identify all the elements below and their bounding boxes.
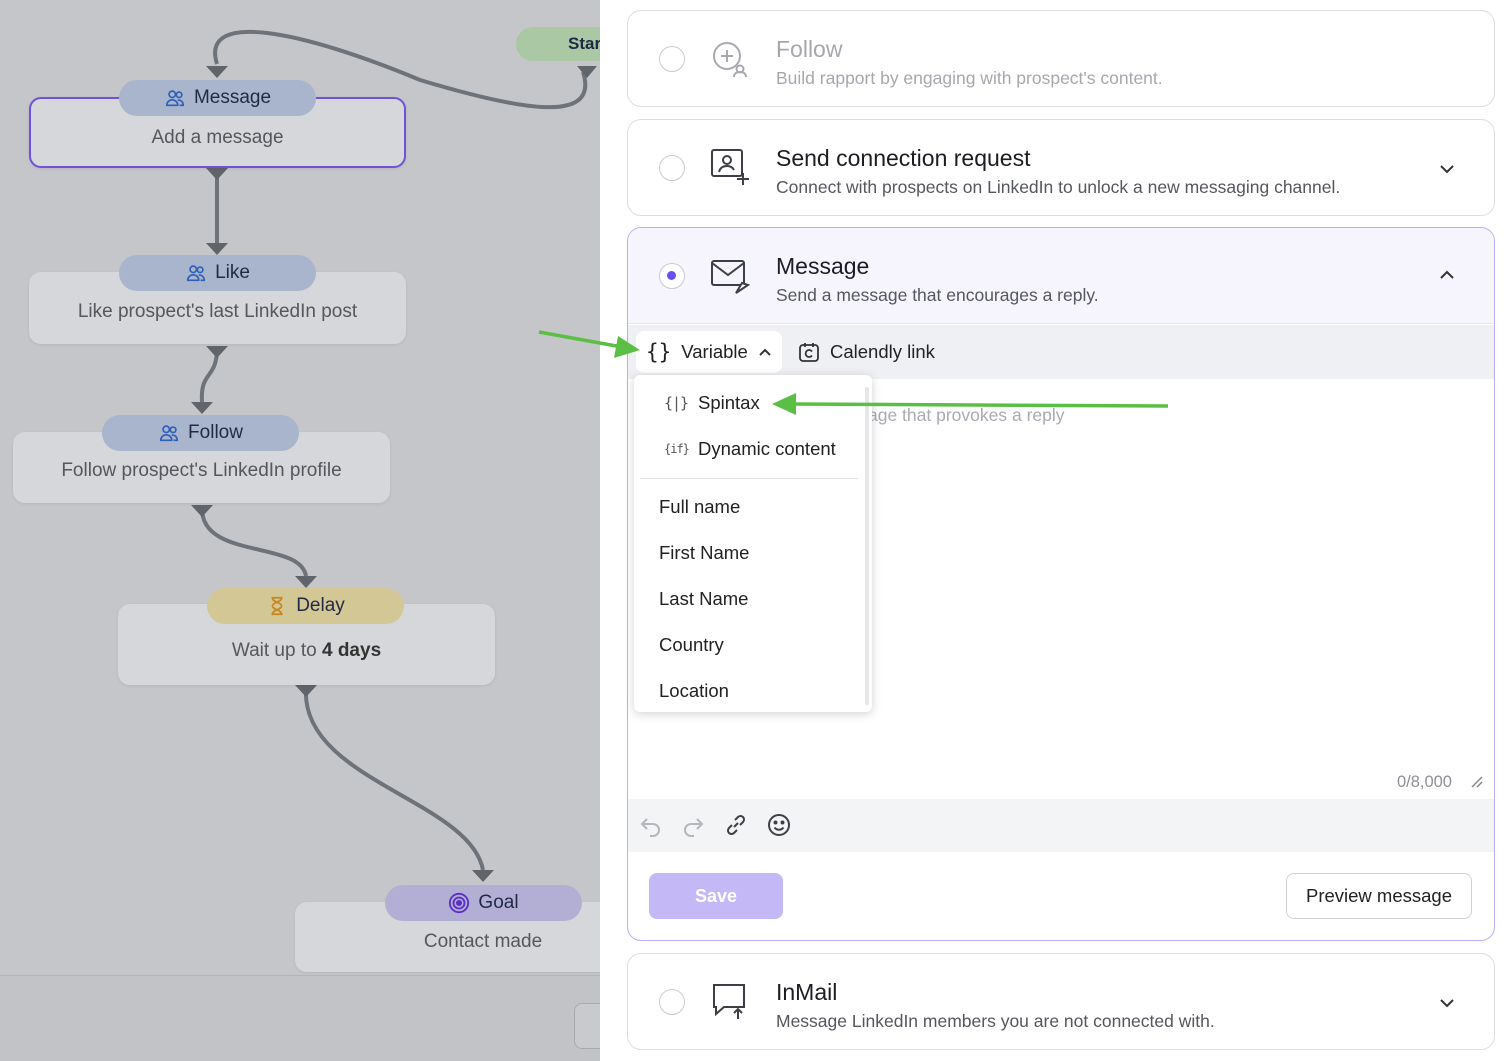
inmail-radio[interactable] xyxy=(659,989,685,1015)
formatting-bar xyxy=(628,799,1494,852)
inmail-option-card[interactable]: InMail Message LinkedIn members you are … xyxy=(627,953,1495,1050)
message-card-header[interactable]: Message Send a message that encourages a… xyxy=(628,228,1494,324)
redo-icon[interactable] xyxy=(680,812,706,838)
braces-icon: {} xyxy=(646,340,672,364)
people-icon xyxy=(186,265,206,282)
dropdown-item-dynamic-content[interactable]: {if} Dynamic content xyxy=(634,429,862,469)
start-label: Star xyxy=(568,34,600,53)
people-icon xyxy=(165,90,185,107)
dropdown-divider xyxy=(640,478,858,479)
like-node-label: Like xyxy=(215,262,250,283)
inmail-icon xyxy=(713,984,745,1019)
connection-subtitle: Connect with prospects on LinkedIn to un… xyxy=(776,177,1341,197)
dropdown-item-first-name[interactable]: First Name xyxy=(659,542,750,563)
emoji-icon[interactable] xyxy=(766,812,792,838)
add-contact-icon xyxy=(711,149,749,185)
character-counter: 0/8,000 xyxy=(1396,773,1452,791)
hourglass-icon xyxy=(271,596,283,616)
connection-radio[interactable] xyxy=(659,155,685,181)
save-button[interactable]: Save xyxy=(649,873,783,919)
goal-node-pill: Goal xyxy=(385,885,582,921)
dropdown-item-country[interactable]: Country xyxy=(659,634,724,655)
connection-title: Send connection request xyxy=(776,145,1031,171)
preview-message-button[interactable]: Preview message xyxy=(1286,873,1472,919)
dropdown-item-location[interactable]: Location xyxy=(659,680,729,701)
message-placeholder: age that provokes a reply xyxy=(868,405,1065,425)
delay-desc-prefix: Wait up to xyxy=(231,640,317,661)
target-icon xyxy=(449,892,470,914)
message-node-pill: Message xyxy=(119,80,316,116)
variable-button[interactable]: {} Variable xyxy=(636,331,782,373)
message-toolbar: {} Variable Calendly link xyxy=(628,325,1494,379)
follow-node-label: Follow xyxy=(188,422,243,443)
dropdown-scrollbar[interactable] xyxy=(865,387,869,705)
inmail-title: InMail xyxy=(776,979,838,1005)
connector-lines xyxy=(191,29,597,882)
spintax-label: Spintax xyxy=(698,392,760,413)
canvas-bottom-bar xyxy=(0,975,600,1061)
spintax-icon: {|} xyxy=(664,394,689,412)
message-send-icon xyxy=(711,260,750,294)
people-icon xyxy=(159,425,179,442)
follow-title: Follow xyxy=(776,36,843,62)
goal-node-label: Goal xyxy=(478,892,519,913)
goal-node-desc: Contact made xyxy=(423,931,543,952)
delay-desc-bold: 4 days xyxy=(321,640,382,661)
calendly-label: Calendly link xyxy=(830,341,935,362)
delay-node-label: Delay xyxy=(296,595,345,616)
variable-dropdown-menu: {|} Spintax {if} Dynamic content Full na… xyxy=(634,375,872,712)
like-node-desc: Like prospect's last LinkedIn post xyxy=(77,301,358,322)
workflow-canvas: Star Add a message Message Like prospect… xyxy=(0,0,600,1061)
message-title: Message xyxy=(776,253,870,279)
follow-subtitle: Build rapport by engaging with prospect'… xyxy=(776,68,1163,88)
undo-icon[interactable] xyxy=(638,812,664,838)
chevron-up-icon[interactable] xyxy=(1438,266,1456,284)
like-node-pill: Like xyxy=(119,255,316,291)
message-node-desc: Add a message xyxy=(151,127,284,148)
chevron-down-icon[interactable] xyxy=(1438,160,1456,178)
dropdown-item-full-name[interactable]: Full name xyxy=(659,496,741,517)
delay-node-pill: Delay xyxy=(207,588,404,624)
calendly-icon xyxy=(799,343,819,362)
link-icon[interactable] xyxy=(723,812,749,838)
follow-option-card[interactable]: Follow Build rapport by engaging with pr… xyxy=(627,10,1495,107)
delay-node-desc: Wait up to 4 days xyxy=(118,640,495,662)
follow-user-icon xyxy=(713,42,747,78)
connection-request-card[interactable]: Send connection request Connect with pro… xyxy=(627,119,1495,216)
canvas-bottom-button[interactable] xyxy=(574,1003,600,1049)
follow-node-desc: Follow prospect's LinkedIn profile xyxy=(61,460,342,481)
like-node[interactable]: Like prospect's last LinkedIn post xyxy=(29,272,406,344)
message-radio[interactable] xyxy=(659,263,685,289)
variable-label: Variable xyxy=(681,341,748,362)
dropdown-item-last-name[interactable]: Last Name xyxy=(659,588,749,609)
calendly-link-button[interactable]: Calendly link xyxy=(798,331,935,373)
dropdown-item-spintax[interactable]: {|} Spintax xyxy=(634,383,862,423)
start-node-pill[interactable]: Star xyxy=(516,27,600,61)
dynamic-content-icon: {if} xyxy=(664,442,690,456)
inmail-subtitle: Message LinkedIn members you are not con… xyxy=(776,1011,1215,1031)
follow-radio[interactable] xyxy=(659,46,685,72)
dynamic-content-label: Dynamic content xyxy=(698,438,836,459)
chevron-up-icon xyxy=(759,348,771,356)
message-node-label: Message xyxy=(193,87,272,108)
resize-handle-icon[interactable] xyxy=(1470,775,1484,789)
message-subtitle: Send a message that encourages a reply. xyxy=(776,285,1099,305)
chevron-down-icon[interactable] xyxy=(1438,994,1456,1012)
follow-node-pill: Follow xyxy=(102,415,299,451)
